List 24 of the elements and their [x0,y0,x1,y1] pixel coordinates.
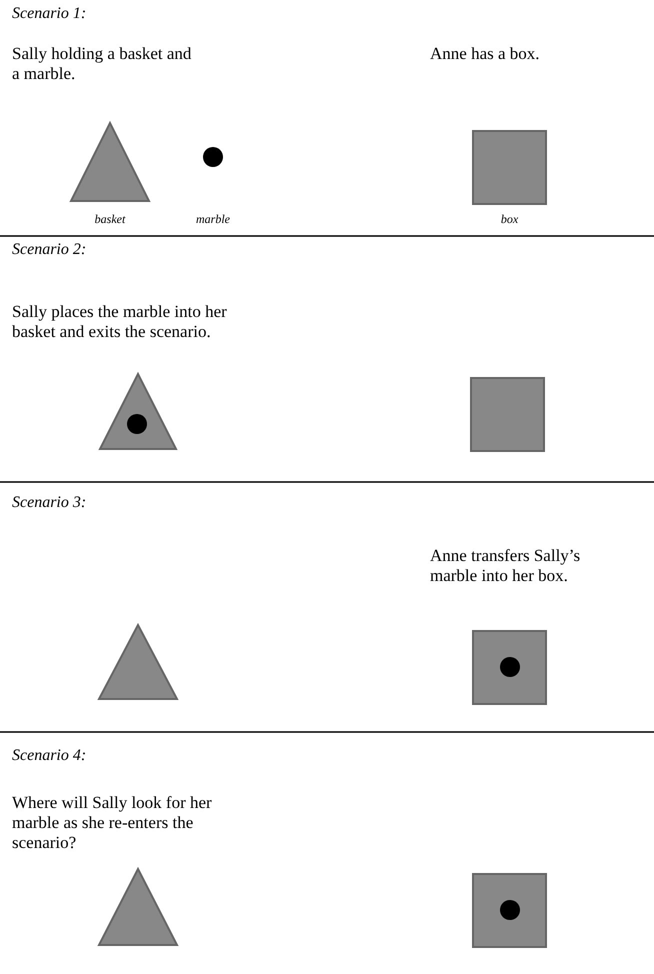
marble-dot [500,900,520,920]
scenario-text: Anne has a box. [430,44,541,64]
marble-dot [500,657,520,677]
square-shape [470,377,545,452]
scenario-heading: Scenario 2: [12,240,88,260]
scenario-heading: Scenario 3: [12,493,88,513]
scenario-heading: Scenario 1: [12,4,88,24]
square-shape [472,873,547,948]
scenario-heading: Scenario 4: [12,746,88,766]
square-shape [472,130,547,205]
object-caption: marble [195,212,231,227]
marble-dot [203,147,223,167]
triangle-shape [99,373,177,450]
scenario-text: Anne transfers Sally’s marble into her box. [430,546,582,586]
triangle-shape [70,122,150,202]
square-shape [472,630,547,705]
triangle-shape [98,624,178,700]
scenario-text: Sally holding a basket and a marble. [12,44,192,84]
scenario-text: Sally places the marble into her basket and exits the scenario. [12,302,228,342]
triangle-shape [98,868,178,946]
scenario-text: Where will Sally look for her marble as she re-enters the scenario? [12,793,213,853]
object-caption: basket [94,212,126,227]
object-caption: box [500,212,520,227]
marble-dot [127,414,147,434]
